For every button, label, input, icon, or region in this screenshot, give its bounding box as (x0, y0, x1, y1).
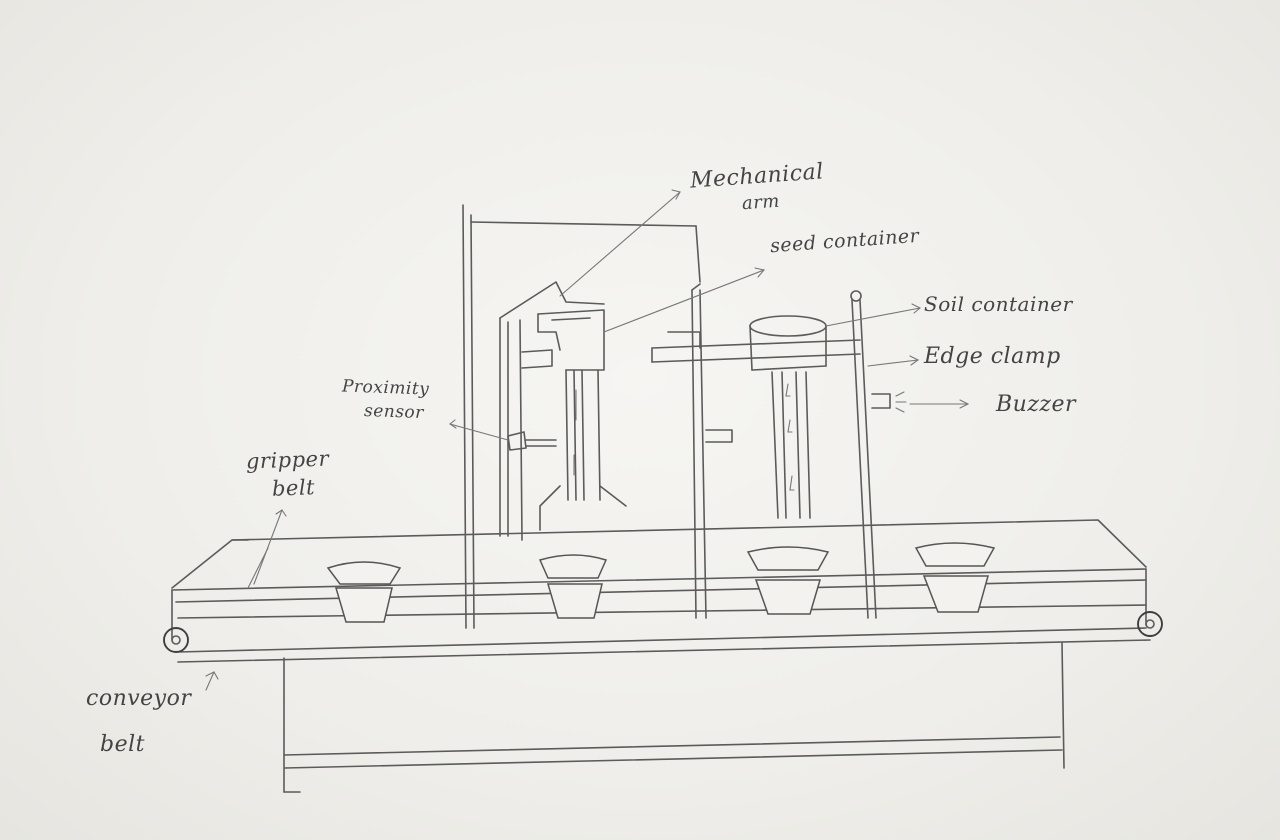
right-roller-icon (1138, 612, 1162, 636)
mechanical-arm-label-line2: arm (741, 193, 780, 214)
pot-3-icon (748, 547, 828, 614)
side-bracket (706, 430, 732, 442)
conveyor-belt (172, 520, 1150, 662)
base-stand (284, 643, 1064, 792)
edge-clamp-label: Edge clamp (924, 346, 1061, 368)
gripper-belt-label: gripper (246, 449, 330, 473)
soil-container-label: Soil container (924, 294, 1073, 314)
mechanical-arm (500, 282, 626, 540)
proximity-sensor-label: Proximity (342, 378, 430, 398)
buzzer-label: Buzzer (996, 394, 1076, 416)
left-roller-icon (164, 628, 188, 652)
gripper-belt-label-line2: belt (272, 477, 316, 499)
pot-4-icon (916, 543, 994, 612)
conveyor-belt-label: conveyor (86, 688, 191, 710)
proximity-sensor-label-line2: sensor (364, 403, 424, 422)
conveyor-belt-label-line2: belt (100, 734, 145, 756)
pot-2-icon (540, 555, 606, 618)
pot-1-icon (328, 562, 400, 622)
